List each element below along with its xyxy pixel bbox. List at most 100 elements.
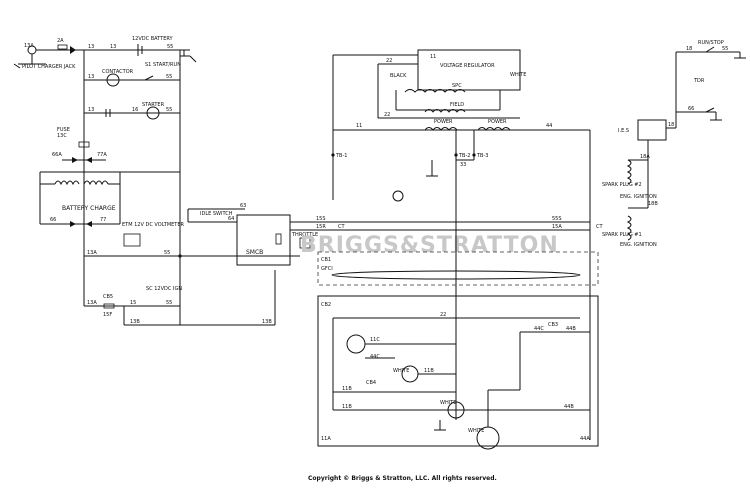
throttle-solenoid: THROTTLE (291, 232, 318, 249)
w44c2-label: 44C (534, 326, 544, 332)
w11b2-label: 11B (342, 386, 352, 392)
vr-label: VOLTAGE REGULATOR (440, 63, 495, 69)
center-control-circuit: 63 IDLE SWITCH 64 SMCB THROTTLE 15S 15R … (187, 203, 603, 266)
cb5-label: CB5 (103, 294, 113, 300)
w18b-label: 18B (648, 201, 658, 207)
w11b3-label: 11B (342, 404, 352, 410)
wire-13-top-a: 13 (88, 44, 94, 50)
s1-label: S1 START/RUN (145, 62, 181, 68)
w15s-label: 15S (316, 216, 326, 222)
ies-label: I.E.S (618, 128, 629, 134)
w55-low: 55 (166, 300, 172, 306)
fuse-left-label: FUSE (57, 127, 70, 133)
w66a-label: 66A (52, 152, 62, 158)
cb3-label: CB3 (548, 322, 558, 328)
power-winding-right (477, 127, 511, 131)
battery-label: 12VDC BATTERY (132, 36, 174, 42)
w13b-a: 13B (130, 319, 140, 325)
w15a-label: 15A (552, 224, 562, 230)
field-label: FIELD (450, 102, 464, 108)
vr-11-label: 11 (430, 54, 436, 60)
contactor-coil (106, 73, 120, 87)
etm-label: ETM 12V DC VOLTMETER (122, 222, 185, 228)
wire-16: 16 (132, 107, 138, 113)
vr-22-label: 22 (386, 58, 392, 64)
wire-55-row2: 55 (166, 74, 172, 80)
w77a-label: 77A (97, 152, 107, 158)
receptacle-panel (317, 295, 599, 447)
throttle-label: THROTTLE (291, 232, 318, 238)
w18-label: 18 (686, 46, 692, 52)
w11b-label: 11B (424, 368, 434, 374)
w11-left-label: 11 (356, 123, 362, 129)
eng-ign1-label: ENG. IGNITION (620, 242, 657, 248)
sc-label: SC 12VDC IGN (146, 286, 182, 292)
tb1-label: TB-1 (335, 153, 347, 159)
wire-13-top-b: 13 (110, 44, 116, 50)
spc-coil (404, 89, 466, 93)
run-stop-label: RUN/STOP (698, 40, 724, 46)
ies-module (637, 119, 667, 141)
starter-label: STARTER (142, 102, 165, 108)
w15r-label: 15R (316, 224, 326, 230)
w44c-label: 44C (370, 354, 380, 360)
w15-label: 15 (130, 300, 136, 306)
cb4-label: CB4 (366, 380, 376, 386)
spark1-label: SPARK PLUG #1 (602, 232, 642, 238)
w66-tr-label: 66 (688, 106, 694, 112)
tb2-label: TB-2 (458, 153, 470, 159)
w13a-low: 13A (87, 300, 97, 306)
voltage-regulator: VOLTAGE REGULATOR BLACK WHITE 11 22 (386, 49, 526, 91)
ignition-coil-1 (626, 215, 632, 241)
w77-label: 77 (100, 217, 106, 223)
w13b-b: 13B (262, 319, 272, 325)
cb2-label: CB2 (321, 302, 331, 308)
gfci-box (317, 251, 599, 286)
wire-55-top: 55 (167, 44, 173, 50)
vr-black-label: BLACK (390, 73, 407, 79)
vr-white-label: WHITE (510, 72, 526, 78)
fuse-left-id: 13C (57, 133, 67, 139)
jack-id-label: 13A (24, 43, 34, 49)
w63-label: 63 (240, 203, 246, 209)
w55-tr-label: 55 (722, 46, 728, 52)
battery-charge-label: BATTERY CHARGE (62, 205, 116, 212)
eng-ign2-label: ENG. IGNITION (620, 194, 657, 200)
ignition-coil-2 (626, 159, 632, 185)
diode-top (70, 46, 76, 54)
w44b2-label: 44B (564, 404, 574, 410)
w64-label: 64 (228, 216, 234, 222)
hour-meter (392, 190, 404, 202)
etm-voltmeter: ETM 12V DC VOLTMETER (122, 222, 185, 247)
wire-13-row2: 13 (88, 74, 94, 80)
white1-label: WHITE (393, 368, 409, 374)
left-battery-circuit: PILOT CHARGER JACK 13A 2A 13 13 12VDC BA… (13, 36, 300, 326)
wire-13-row3: 13 (88, 107, 94, 113)
brand-watermark: BRIGGS&STRATTON (300, 233, 559, 258)
battery-charge-block: 66A 77A BATTERY CHARGE 66 77 (39, 152, 180, 227)
jack-label: PILOT CHARGER JACK (22, 64, 76, 70)
gfci-sense-loop (331, 270, 581, 280)
power-winding-left (424, 127, 458, 131)
w22-mid-label: 22 (384, 112, 390, 118)
wire-55-row3: 55 (166, 107, 172, 113)
w44a-label: 44A (580, 436, 590, 442)
w22b-label: 22 (440, 312, 446, 318)
w33-label: 33 (460, 162, 466, 168)
starter-motor (146, 106, 160, 120)
fuse-top-label: 2A (57, 38, 64, 44)
white3-label: WHITE (468, 428, 484, 434)
field-coil (424, 109, 466, 113)
run-stop-switch (705, 46, 715, 53)
w44b-label: 44B (566, 326, 576, 332)
cb5-id: 15F (103, 312, 112, 318)
power-right-label: POWER (488, 119, 507, 125)
smcb-module: SMCB (236, 214, 291, 266)
battery-12v: 12VDC BATTERY (132, 36, 174, 56)
idle-switch-label: IDLE SWITCH (200, 211, 233, 217)
w18a-label: 18A (640, 154, 650, 160)
tdr-label: TDR (693, 78, 705, 84)
ignition-circuit: RUN/STOP 18 55 TDR 66 I.E.S 18 18A 18B S… (602, 40, 746, 248)
ct-right-label: CT (596, 224, 603, 230)
